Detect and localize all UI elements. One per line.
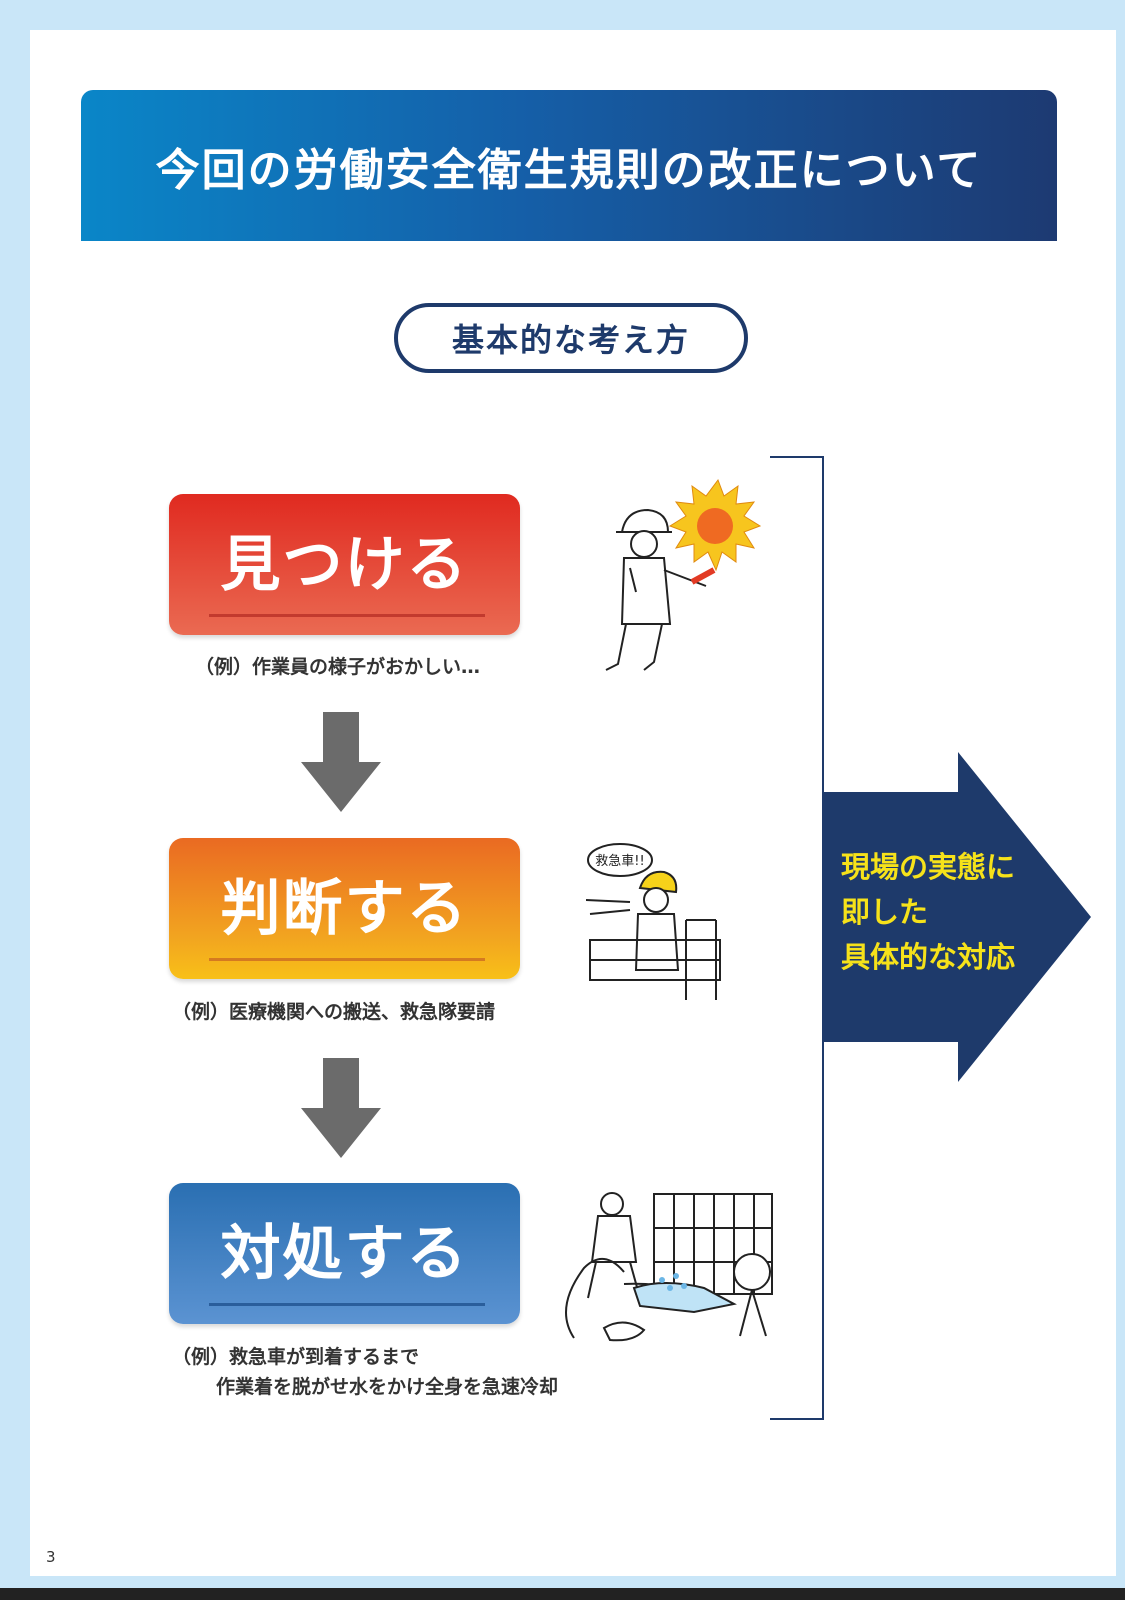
step-judge-example: （例）医療機関への搬送、救急隊要請 [172,1001,496,1023]
worker-calling-illustration: 救急車!! [586,843,721,1000]
step-find-box: 見つける [169,494,520,635]
step-judge-label: 判断する [220,874,469,944]
speech-bubble-text: 救急車!! [595,853,644,869]
sun-icon [668,478,761,572]
baton-icon [690,567,716,585]
step-find-label: 見つける [220,530,469,600]
result-text-line3: 具体的な対応 [841,940,1016,974]
step-act-underline [209,1303,485,1306]
step-act-example-line1: （例）救急車が到着するまで [172,1346,420,1368]
result-text: 現場の実態に 即した 具体的な対応 [841,845,1015,980]
step-judge-underline [209,958,485,961]
title-banner: 今回の労働安全衛生規則の改正について [81,90,1057,241]
step-find-underline [209,614,485,617]
bottom-bar [0,1588,1125,1600]
result-text-line2: 即した [841,895,929,929]
water-spray-icon [659,1273,687,1291]
step-judge-box: 判断する [169,838,520,979]
subtitle-text: 基本的な考え方 [451,321,690,359]
cooling-worker-illustration [565,1192,773,1342]
step-act-box: 対処する [169,1183,520,1324]
step-act-label: 対処する [220,1219,469,1289]
result-arrow-icon [824,752,1091,1082]
result-text-line1: 現場の実態に [841,850,1016,884]
subtitle-pill: 基本的な考え方 [394,303,748,373]
step-act-example-line2: 作業着を脱がせ水をかけ全身を急速冷却 [216,1376,559,1398]
step-find-example: （例）作業員の様子がおかしい… [195,656,481,678]
steps-bracket [770,456,824,1420]
down-arrow-2-icon [301,1058,381,1158]
worker-heatstroke-illustration [605,478,761,671]
page-number: 3 [46,1548,56,1566]
page-margin-right [1116,0,1125,1600]
page-title: 今回の労働安全衛生規則の改正について [155,144,983,196]
down-arrow-1-icon [301,712,381,812]
speech-bubble: 救急車!! [587,843,653,877]
